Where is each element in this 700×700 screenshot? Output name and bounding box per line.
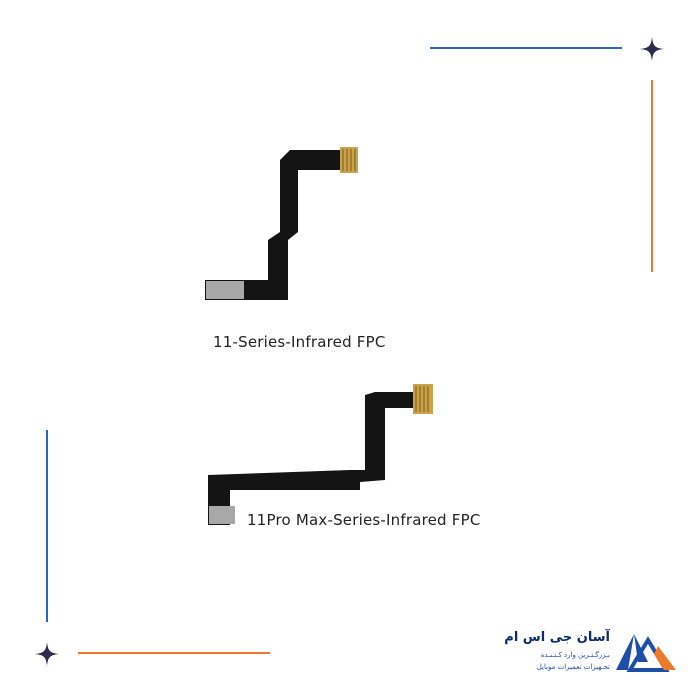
- bottom-left-star-icon: [35, 642, 59, 666]
- top-right-star-icon: [640, 37, 664, 61]
- brand-tagline-1: بـزرگـتـرین وارد کـنـنـده: [540, 651, 610, 659]
- product-caption-1: 11-Series-Infrared FPC: [213, 333, 386, 351]
- brand-name: آسان جی اس ام: [504, 630, 610, 645]
- product-caption-2: 11Pro Max-Series-Infrared FPC: [247, 511, 481, 529]
- left-blue-line: [46, 430, 48, 622]
- bottom-orange-line: [78, 652, 270, 654]
- brand-tagline-2: تجـهیزات تعمیرات موبایل: [536, 663, 610, 671]
- brand-logo-icon: [616, 634, 676, 672]
- brand-block: آسان جی اس ام بـزرگـتـرین وارد کـنـنـده …: [504, 628, 686, 678]
- top-blue-line: [430, 47, 622, 49]
- right-orange-line: [651, 80, 653, 272]
